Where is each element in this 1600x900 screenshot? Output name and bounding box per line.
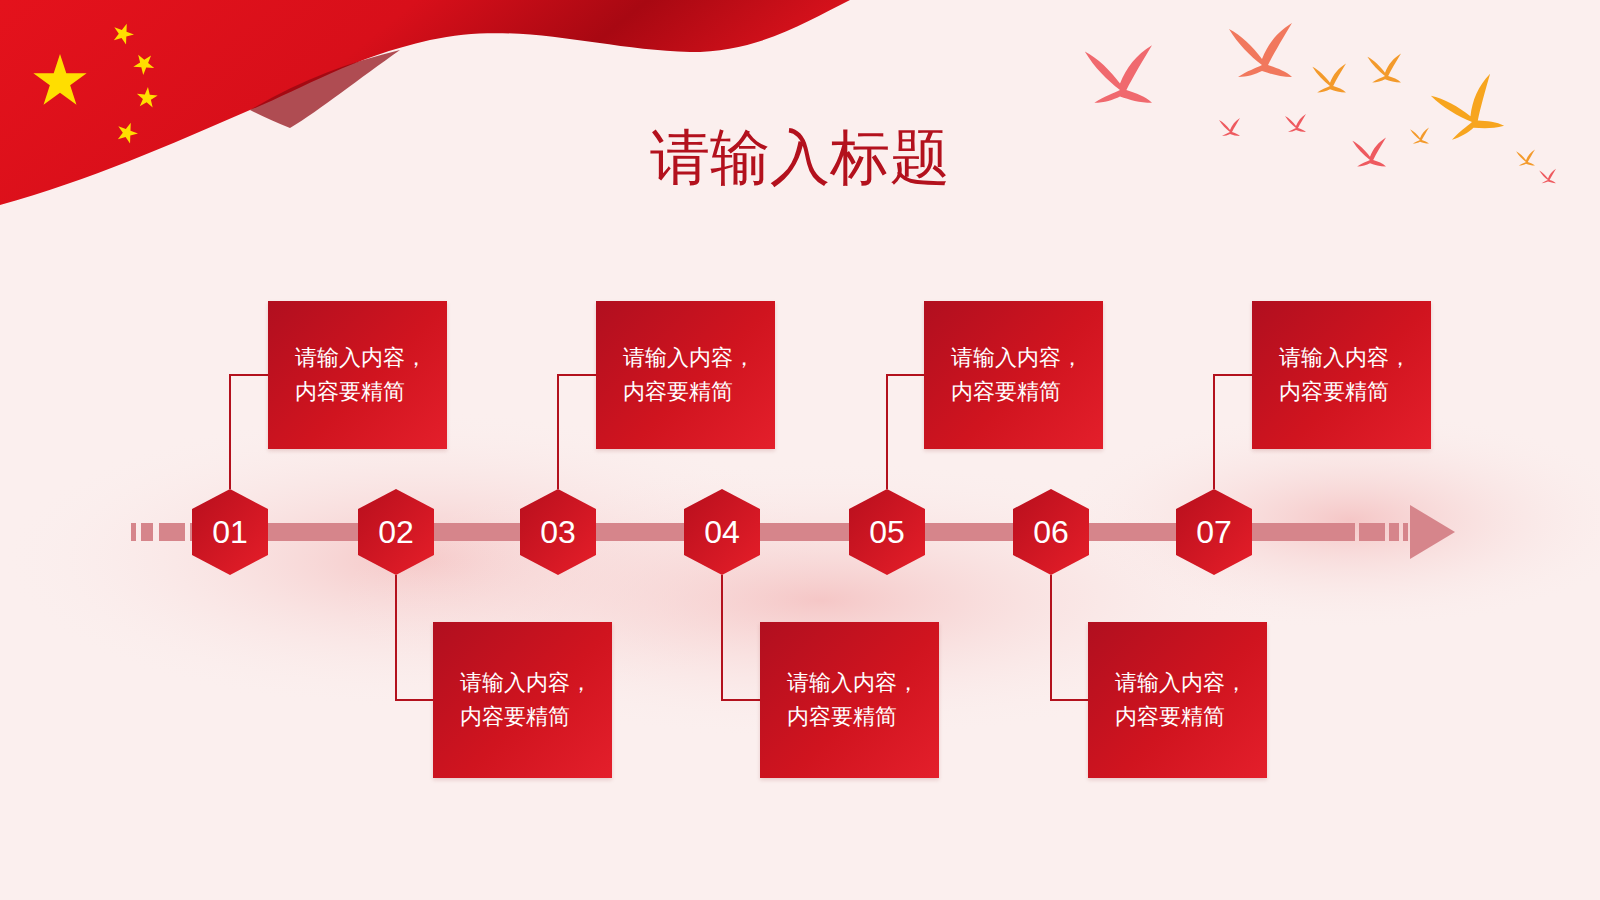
timeline-hexagon: 07 [1176, 489, 1252, 575]
hexagon-outline [684, 489, 760, 575]
timeline-dash [1359, 523, 1385, 541]
flag-fold [250, 50, 400, 128]
content-box: 请输入内容， 内容要精简 [924, 301, 1103, 449]
bird [1429, 74, 1504, 142]
content-text: 请输入内容， 内容要精简 [1115, 666, 1257, 734]
step-number: 03 [540, 514, 576, 551]
bird [1367, 54, 1401, 83]
timeline-dash [159, 523, 185, 541]
flag-star [114, 119, 140, 145]
leader-connector [230, 375, 268, 489]
content-text: 请输入内容， 内容要精简 [295, 341, 437, 409]
content-text: 请输入内容， 内容要精简 [460, 666, 602, 734]
content-box: 请输入内容， 内容要精简 [433, 622, 612, 778]
slide-title: 请输入标题 [0, 118, 1600, 199]
content-text: 请输入内容， 内容要精简 [623, 341, 765, 409]
bird [1312, 64, 1346, 93]
content-box: 请输入内容， 内容要精简 [268, 301, 447, 449]
hexagon-outline [520, 489, 596, 575]
content-box: 请输入内容， 内容要精简 [596, 301, 775, 449]
step-number: 02 [378, 514, 414, 551]
timeline-dash [1403, 523, 1408, 541]
content-text: 请输入内容， 内容要精简 [1279, 341, 1421, 409]
leader-connector [1214, 375, 1252, 489]
bird [1085, 45, 1152, 103]
leader-connector [558, 375, 596, 489]
flag-star [136, 86, 159, 108]
bird [1219, 118, 1240, 136]
hexagon-outline [849, 489, 925, 575]
step-number: 01 [212, 514, 248, 551]
timeline-dash [1389, 523, 1399, 541]
step-number: 06 [1033, 514, 1069, 551]
content-box: 请输入内容， 内容要精简 [1252, 301, 1431, 449]
bird [1229, 23, 1292, 77]
timeline-hexagon: 04 [684, 489, 760, 575]
timeline-dash [131, 523, 136, 541]
timeline-arrowhead [1410, 505, 1455, 559]
flag-star [33, 54, 86, 105]
step-number: 04 [704, 514, 740, 551]
content-text: 请输入内容， 内容要精简 [951, 341, 1093, 409]
content-box: 请输入内容， 内容要精简 [1088, 622, 1267, 778]
timeline-dash [141, 523, 153, 541]
flag-star [130, 49, 159, 78]
bird [1410, 127, 1429, 143]
bird [1516, 149, 1535, 165]
step-number: 07 [1196, 514, 1232, 551]
timeline-hexagon: 03 [520, 489, 596, 575]
timeline-hexagon: 06 [1013, 489, 1089, 575]
hexagon-outline [358, 489, 434, 575]
timeline-hexagon: 02 [358, 489, 434, 575]
bird [1352, 138, 1386, 167]
leader-connector [887, 375, 924, 489]
hexagon-outline [1013, 489, 1089, 575]
leader-connector [1051, 575, 1088, 700]
leader-connector [722, 575, 760, 700]
timeline-hexagon: 05 [849, 489, 925, 575]
flag-star [110, 20, 136, 46]
step-number: 05 [869, 514, 905, 551]
content-box: 请输入内容， 内容要精简 [760, 622, 939, 778]
content-text: 请输入内容， 内容要精简 [787, 666, 929, 734]
hexagon-outline [1176, 489, 1252, 575]
hexagon-outline [192, 489, 268, 575]
bird [1539, 169, 1556, 183]
timeline-hexagon: 01 [192, 489, 268, 575]
leader-connector [396, 575, 433, 700]
bird [1285, 114, 1306, 132]
timeline-arrow [131, 505, 1455, 559]
